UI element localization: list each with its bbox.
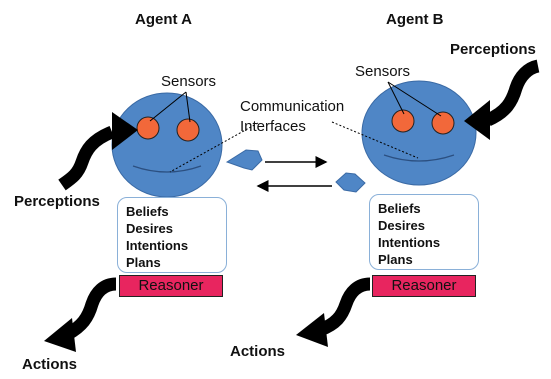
agent-b-plans: Plans — [378, 252, 413, 267]
agent-a-perception-arrowhead — [112, 112, 138, 150]
agent-b-perception-arrow — [485, 59, 540, 126]
agent-a-intentions: Intentions — [126, 238, 189, 253]
agent-a-sensor-line-left — [149, 91, 187, 122]
agent-a-right-eye — [176, 118, 200, 142]
agent-a-actions-label: Actions — [22, 356, 78, 373]
agent-a-action-arrow — [64, 277, 117, 340]
comm-pointer-a — [169, 122, 259, 173]
agent-b-right-eye — [431, 111, 455, 135]
agent-a-title: Agent A — [135, 11, 192, 28]
agent-b-beliefs: Beliefs — [378, 201, 421, 216]
agent-a-perception-arrow — [58, 125, 115, 191]
agent-a-smile — [132, 165, 202, 173]
agent-a-plans: Plans — [126, 255, 161, 270]
agent-b-actions-label: Actions — [230, 343, 286, 360]
communication-label-line2: Interfaces — [240, 118, 306, 135]
agent-a-head — [111, 92, 223, 198]
agent-a-sensor-line-right — [185, 91, 191, 123]
agent-b-action-arrow — [317, 277, 371, 337]
agent-a-reasoner: Reasoner — [119, 275, 223, 297]
agent-b-perceptions-label: Perceptions — [450, 41, 536, 58]
communication-label-line1: Communication — [240, 98, 345, 115]
agent-a-perceptions-label: Perceptions — [14, 193, 100, 210]
agent-b-action-arrowhead — [296, 313, 328, 347]
agent-a-comm-plug — [225, 149, 263, 171]
agent-a-action-arrowhead — [44, 318, 76, 352]
agent-b-left-eye — [391, 109, 415, 133]
agent-b-desires: Desires — [378, 218, 425, 233]
agent-b-comm-plug — [335, 172, 366, 193]
agent-b-reasoner: Reasoner — [372, 275, 476, 297]
agent-a-desires: Desires — [126, 221, 173, 236]
agent-b-sensor-line-right — [387, 81, 442, 117]
agent-b-smile — [383, 154, 455, 162]
agent-a-left-eye — [136, 116, 160, 140]
agent-b-sensors-label: Sensors — [355, 63, 411, 80]
agent-a-bdi-box: Beliefs Desires Intentions Plans — [117, 197, 227, 273]
agent-b-title: Agent B — [386, 11, 444, 28]
agent-a-beliefs: Beliefs — [126, 204, 169, 219]
comm-pointer-b — [331, 121, 419, 159]
agent-b-head — [361, 80, 477, 186]
agent-b-perception-arrowhead — [464, 100, 490, 140]
agent-a-sensors-label: Sensors — [161, 73, 217, 90]
agent-b-intentions: Intentions — [378, 235, 441, 250]
agent-b-bdi-box: Beliefs Desires Intentions Plans — [369, 194, 479, 270]
agent-b-sensor-line-left — [387, 81, 405, 115]
